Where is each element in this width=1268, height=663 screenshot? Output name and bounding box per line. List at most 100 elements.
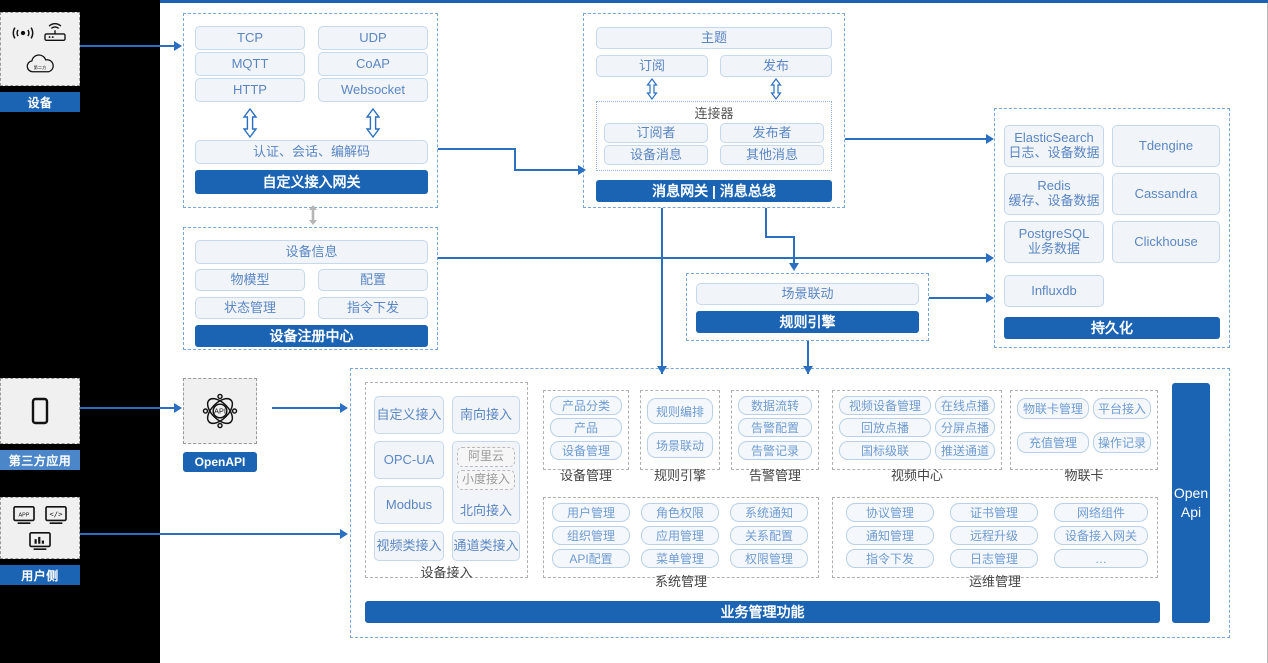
access-video[interactable]: 视频类接入 bbox=[374, 531, 444, 561]
item-split-screen[interactable]: 分屏点播 bbox=[935, 418, 995, 437]
item-push-channel[interactable]: 推送通道 bbox=[935, 441, 995, 460]
store-tdengine[interactable]: Tdengine bbox=[1112, 125, 1220, 167]
item-playback[interactable]: 回放点播 bbox=[839, 418, 931, 437]
item-relation-cfg[interactable]: 关系配置 bbox=[730, 526, 808, 545]
device-access-group bbox=[365, 382, 528, 578]
conn-registry-to-persist-arrow bbox=[986, 253, 994, 263]
topic-chip[interactable]: 主题 bbox=[596, 27, 832, 49]
item-device-gateway[interactable]: 设备接入网关 bbox=[1054, 526, 1148, 545]
item-remote-upgrade[interactable]: 远程升级 bbox=[950, 526, 1038, 545]
item-notice-mgmt[interactable]: 通知管理 bbox=[846, 526, 934, 545]
protocol-tcp[interactable]: TCP bbox=[195, 26, 305, 50]
access-custom[interactable]: 自定义接入 bbox=[374, 396, 444, 434]
access-gateway-group bbox=[183, 13, 438, 208]
store-desc: 日志、设备数据 bbox=[1008, 145, 1100, 160]
item-log-mgmt[interactable]: 日志管理 bbox=[950, 549, 1038, 568]
rule-engine-group bbox=[686, 273, 929, 341]
auth-session-codec[interactable]: 认证、会话、编解码 bbox=[195, 140, 428, 164]
rule-engine-title[interactable]: 规则引擎 bbox=[696, 311, 919, 333]
app-window-icon: APP bbox=[12, 505, 36, 525]
persistence-group bbox=[994, 108, 1230, 348]
scene-linkage-chip[interactable]: 场景联动 bbox=[696, 283, 919, 305]
group-alarm-mgmt bbox=[731, 390, 819, 470]
cloud-icon: 第二方 bbox=[23, 53, 57, 76]
conn-userside-to-access-arrow bbox=[340, 529, 348, 539]
openapi-label: OpenAPI bbox=[183, 452, 257, 472]
item-rule-orchestration[interactable]: 规则编排 bbox=[647, 398, 713, 424]
connector-device-msg[interactable]: 设备消息 bbox=[604, 145, 708, 165]
openapi-node: API OpenAPI bbox=[183, 378, 257, 472]
item-alarm-config[interactable]: 告警配置 bbox=[738, 418, 812, 437]
item-api-config[interactable]: API配置 bbox=[552, 549, 630, 568]
state-mgmt-chip[interactable]: 状态管理 bbox=[195, 297, 305, 319]
item-app-mgmt[interactable]: 应用管理 bbox=[641, 526, 719, 545]
store-elasticsearch[interactable]: ElasticSearch 日志、设备数据 bbox=[1004, 125, 1104, 167]
item-command-send[interactable]: 指令下发 bbox=[846, 549, 934, 568]
item-operation-log[interactable]: 操作记录 bbox=[1093, 432, 1151, 453]
item-more[interactable]: … bbox=[1054, 549, 1148, 568]
rail-node-third-party: 第三方应用 bbox=[0, 378, 80, 470]
item-network-comp[interactable]: 网络组件 bbox=[1054, 503, 1148, 522]
device-info-chip[interactable]: 设备信息 bbox=[195, 240, 428, 264]
store-redis[interactable]: Redis 缓存、设备数据 bbox=[1004, 173, 1104, 215]
store-clickhouse[interactable]: Clickhouse bbox=[1112, 221, 1220, 263]
connector-other-msg[interactable]: 其他消息 bbox=[720, 145, 824, 165]
publish-chip[interactable]: 发布 bbox=[720, 55, 832, 77]
item-menu-mgmt[interactable]: 菜单管理 bbox=[641, 549, 719, 568]
conn-gw-to-msg-h2 bbox=[514, 169, 580, 171]
item-user-mgmt[interactable]: 用户管理 bbox=[552, 503, 630, 522]
protocol-coap[interactable]: CoAP bbox=[318, 52, 428, 76]
access-modbus[interactable]: Modbus bbox=[374, 486, 444, 524]
protocol-udp[interactable]: UDP bbox=[318, 26, 428, 50]
access-southbound[interactable]: 南向接入 bbox=[452, 396, 520, 434]
item-product[interactable]: 产品 bbox=[550, 418, 622, 437]
device-registry-title[interactable]: 设备注册中心 bbox=[195, 325, 428, 347]
conn-rule-down-arrow bbox=[803, 366, 813, 374]
command-send-chip[interactable]: 指令下发 bbox=[318, 297, 428, 319]
connector-subscriber[interactable]: 订阅者 bbox=[604, 123, 708, 143]
access-aliyun[interactable]: 阿里云 bbox=[457, 447, 515, 467]
openapi-side-bar[interactable]: Open Api bbox=[1172, 383, 1210, 623]
thing-model-chip[interactable]: 物模型 bbox=[195, 269, 305, 291]
subscribe-chip[interactable]: 订阅 bbox=[596, 55, 708, 77]
persistence-title[interactable]: 持久化 bbox=[1004, 317, 1220, 339]
item-alarm-record[interactable]: 告警记录 bbox=[738, 441, 812, 460]
caption-system-mgmt: 系统管理 bbox=[654, 573, 707, 589]
store-cassandra[interactable]: Cassandra bbox=[1112, 173, 1220, 215]
message-gateway-title[interactable]: 消息网关 | 消息总线 bbox=[596, 180, 832, 202]
item-sys-notice[interactable]: 系统通知 bbox=[730, 503, 808, 522]
item-data-flow[interactable]: 数据流转 bbox=[738, 396, 812, 415]
item-protocol-mgmt[interactable]: 协议管理 bbox=[846, 503, 934, 522]
item-video-device-mgmt[interactable]: 视频设备管理 bbox=[839, 396, 931, 415]
item-scene-linkage[interactable]: 场景联动 bbox=[647, 432, 713, 458]
business-bar-title[interactable]: 业务管理功能 bbox=[365, 601, 1160, 623]
access-opcua[interactable]: OPC-UA bbox=[374, 441, 444, 479]
store-influxdb[interactable]: Influxdb bbox=[1004, 275, 1104, 307]
item-online-play[interactable]: 在线点播 bbox=[935, 396, 995, 415]
access-gateway-title[interactable]: 自定义接入网关 bbox=[195, 170, 428, 194]
item-iot-card-mgmt[interactable]: 物联卡管理 bbox=[1017, 398, 1089, 419]
rail-label-user-side: 用户侧 bbox=[0, 565, 80, 585]
protocol-http[interactable]: HTTP bbox=[195, 78, 305, 102]
protocol-mqtt[interactable]: MQTT bbox=[195, 52, 305, 76]
conn-gw-to-msg-h1 bbox=[438, 148, 516, 150]
openapi-icon-box: API bbox=[183, 378, 257, 444]
item-org-mgmt[interactable]: 组织管理 bbox=[552, 526, 630, 545]
item-recharge-mgmt[interactable]: 充值管理 bbox=[1017, 432, 1089, 453]
item-product-category[interactable]: 产品分类 bbox=[550, 396, 622, 415]
store-postgresql[interactable]: PostgreSQL 业务数据 bbox=[1004, 221, 1104, 263]
connector-publisher[interactable]: 发布者 bbox=[720, 123, 824, 143]
item-platform-access[interactable]: 平台接入 bbox=[1093, 398, 1151, 419]
item-cert-mgmt[interactable]: 证书管理 bbox=[950, 503, 1038, 522]
config-chip[interactable]: 配置 bbox=[318, 269, 428, 291]
conn-rule-to-persist-arrow bbox=[986, 293, 994, 303]
item-perm-mgmt[interactable]: 权限管理 bbox=[730, 549, 808, 568]
access-xiaodu[interactable]: 小度接入 bbox=[457, 470, 515, 490]
message-gateway-group bbox=[583, 13, 845, 208]
item-device-mgmt[interactable]: 设备管理 bbox=[550, 441, 622, 460]
protocol-websocket[interactable]: Websocket bbox=[318, 78, 428, 102]
item-role-perm[interactable]: 角色权限 bbox=[641, 503, 719, 522]
access-channel[interactable]: 通道类接入 bbox=[452, 531, 520, 561]
router-icon bbox=[42, 22, 68, 43]
item-gb-cascade[interactable]: 国标级联 bbox=[839, 441, 931, 460]
